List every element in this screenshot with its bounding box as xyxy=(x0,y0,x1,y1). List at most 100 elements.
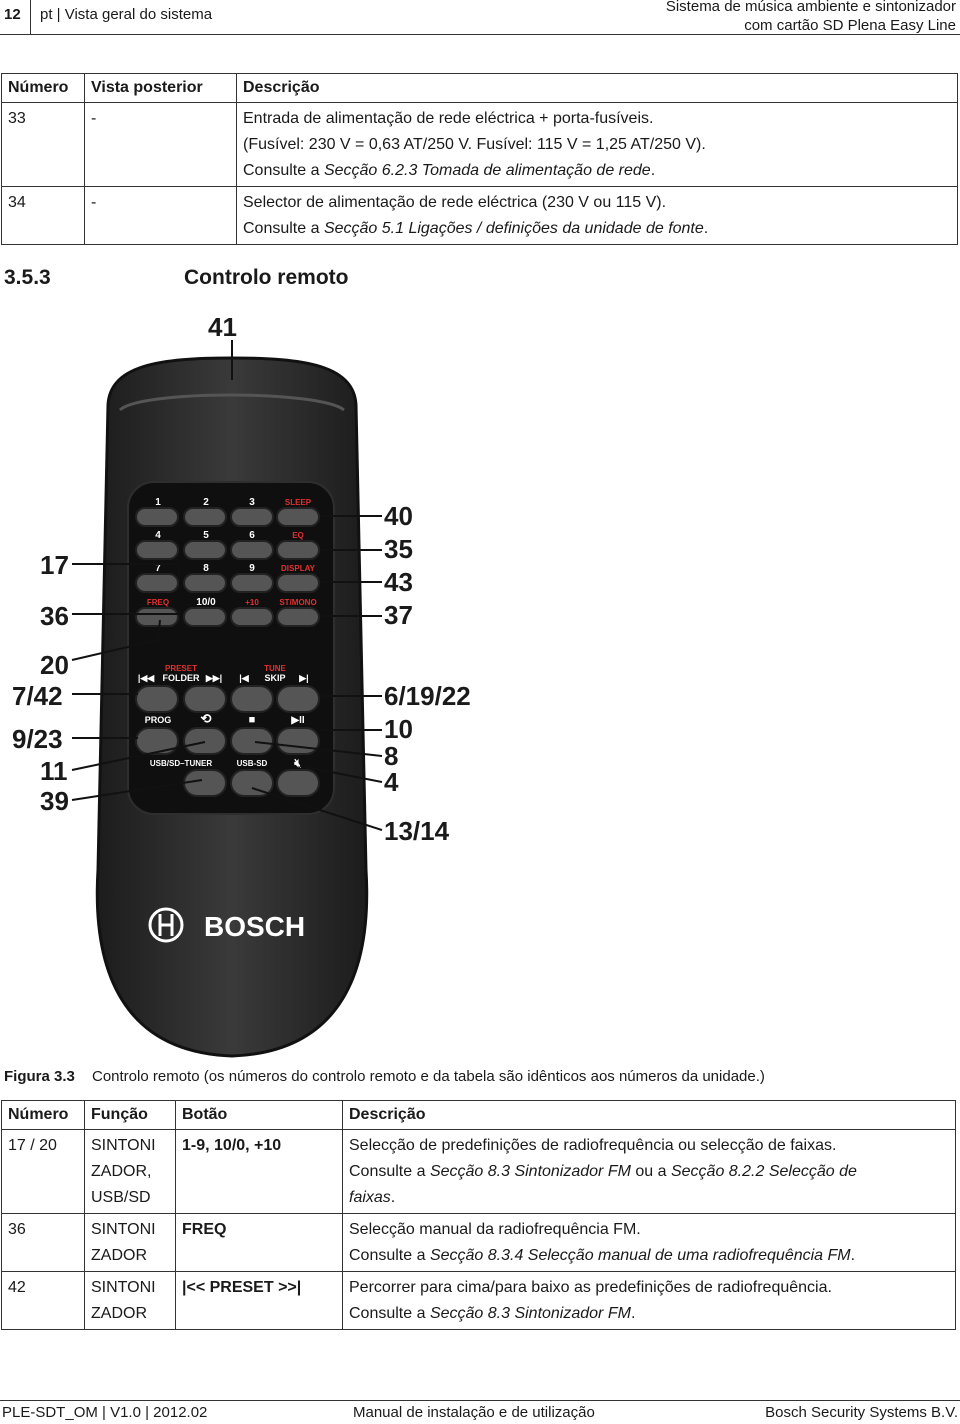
section-link[interactable]: Secção 8.3 Sintonizador FM xyxy=(429,1305,631,1322)
key-5[interactable] xyxy=(183,540,227,560)
cell-description: Entrada de alimentação de rede eléctrica… xyxy=(236,102,958,187)
next-icon: ▶▶| xyxy=(205,673,222,683)
eq-key[interactable] xyxy=(276,540,320,560)
prog-button[interactable] xyxy=(135,727,179,755)
bosch-logo-mark xyxy=(158,914,174,936)
reference-line: Consulte a Secção 8.3.4 Selecção manual … xyxy=(349,1243,949,1269)
leader-line xyxy=(299,765,383,783)
callout-number: 9/23 xyxy=(12,724,63,754)
section-link[interactable]: Secção 8.3.4 Selecção manual de uma radi… xyxy=(429,1247,851,1264)
leader-line xyxy=(72,563,181,579)
table-row: 36 SINTONI ZADOR FREQ Selecção manual da… xyxy=(1,1213,956,1272)
function-line: SINTONI xyxy=(91,1279,156,1296)
key-4[interactable] xyxy=(135,540,179,560)
section-link[interactable]: Secção 6.2.3 Tomada de alimentação de re… xyxy=(323,162,651,179)
section-link[interactable]: faixas xyxy=(349,1189,391,1206)
prog-label: PROG xyxy=(145,715,172,725)
key-9[interactable] xyxy=(230,573,274,593)
description-line: Selector de alimentação de rede eléctric… xyxy=(243,194,667,211)
mute-button[interactable] xyxy=(276,769,320,797)
title-line-2: com cartão SD Plena Easy Line xyxy=(744,17,956,34)
preset-prev-button[interactable] xyxy=(135,685,179,713)
ref-prefix: Consulte a xyxy=(349,1305,430,1322)
key-label: DISPLAY xyxy=(281,564,316,573)
repeat-button[interactable] xyxy=(183,727,227,755)
column-header: Número xyxy=(1,1100,85,1130)
brand-name: BOSCH xyxy=(204,911,305,942)
table-row: 33 - Entrada de alimentação de rede eléc… xyxy=(1,102,958,187)
reference-line: Consulte a Secção 8.3 Sintonizador FM ou… xyxy=(349,1159,949,1185)
title-line-1: Sistema de música ambiente e sintonizado… xyxy=(665,0,956,15)
function-line: SINTONI xyxy=(91,1137,156,1154)
preset-label: PRESET xyxy=(165,664,197,673)
usbsd-button[interactable] xyxy=(230,769,274,797)
callout-number: 36 xyxy=(40,601,69,631)
function-table: Número Função Botão Descrição 17 / 20 SI… xyxy=(1,1100,956,1330)
display-key[interactable] xyxy=(276,573,320,593)
remote-control-figure: 1 2 3 SLEEP 4 5 6 EQ 7 8 9 DISPLAY FREQ … xyxy=(0,310,960,1062)
key-3[interactable] xyxy=(230,507,274,527)
key-label: 5 xyxy=(203,530,209,541)
table-header-row: Número Função Botão Descrição xyxy=(1,1100,956,1130)
key-10-0[interactable] xyxy=(183,607,227,627)
key-label: 7 xyxy=(155,563,161,574)
mute-icon: 🔇︎ xyxy=(294,756,302,770)
ref-prefix: Consulte a xyxy=(243,162,324,179)
section-link[interactable]: Secção 8.3 Sintonizador FM xyxy=(429,1163,631,1180)
reference-line: Consulte a Secção 5.1 Ligações / definiç… xyxy=(243,216,951,242)
callout-number: 8 xyxy=(384,741,398,771)
table-row: 42 SINTONI ZADOR |<< PRESET >>| Percorre… xyxy=(1,1271,956,1330)
folder-label: FOLDER xyxy=(163,673,200,683)
skip-label: SKIP xyxy=(264,673,285,683)
skip-next-button[interactable] xyxy=(276,685,320,713)
callout-number: 39 xyxy=(40,786,69,816)
cell-number: 33 xyxy=(1,102,85,187)
table-row: 17 / 20 SINTONI ZADOR, USB/SD 1-9, 10/0,… xyxy=(1,1129,956,1214)
callout-number: 37 xyxy=(384,600,413,630)
key-8[interactable] xyxy=(183,573,227,593)
document-title: Sistema de música ambiente e sintonizado… xyxy=(666,0,956,35)
column-header: Função xyxy=(84,1100,176,1130)
key-plus-10[interactable] xyxy=(230,607,274,627)
figure-caption: Figura 3.3 Controlo remoto (os números d… xyxy=(4,1068,765,1085)
description-line: (Fusível: 230 V = 0,63 AT/250 V. Fusível… xyxy=(243,136,706,153)
key-6[interactable] xyxy=(230,540,274,560)
leader-line xyxy=(71,779,203,801)
key-1[interactable] xyxy=(135,507,179,527)
cell-number: 34 xyxy=(1,186,85,245)
key-2[interactable] xyxy=(183,507,227,527)
ir-window xyxy=(118,393,345,412)
key-7[interactable] xyxy=(135,573,179,593)
preset-next-button[interactable] xyxy=(183,685,227,713)
callout-number: 35 xyxy=(384,534,413,564)
stop-button[interactable] xyxy=(230,727,274,755)
freq-key[interactable] xyxy=(135,607,179,627)
usbsd-tuner-button[interactable] xyxy=(183,769,227,797)
cell-description: Selecção de predefinições de radiofrequê… xyxy=(342,1129,956,1214)
play-pause-icon: ▶II xyxy=(290,715,304,726)
cell-number: 42 xyxy=(1,1271,85,1330)
skip-back-icon: |◀ xyxy=(239,673,250,683)
bosch-logo-icon xyxy=(148,907,184,943)
callout-number: 20 xyxy=(40,650,69,680)
ref-prefix: Consulte a xyxy=(349,1247,430,1264)
key-label: 9 xyxy=(249,563,255,574)
cell-button: 1-9, 10/0, +10 xyxy=(175,1129,343,1214)
ref-mid: ou a xyxy=(630,1163,671,1180)
key-label: 3 xyxy=(249,497,255,508)
cell-number: 36 xyxy=(1,1213,85,1272)
key-label: SLEEP xyxy=(285,498,312,507)
play-pause-button[interactable] xyxy=(276,727,320,755)
sleep-key[interactable] xyxy=(276,507,320,527)
callout-number: 13/14 xyxy=(384,816,450,846)
section-link[interactable]: Secção 5.1 Ligações / definições da unid… xyxy=(323,220,704,237)
skip-prev-button[interactable] xyxy=(230,685,274,713)
st-mono-key[interactable] xyxy=(276,607,320,627)
cell-function: SINTONI ZADOR, USB/SD xyxy=(84,1129,176,1214)
company-name: Bosch Security Systems B.V. xyxy=(765,1404,958,1421)
page-number: 12 xyxy=(4,6,21,23)
rear-view-table: Número Vista posterior Descrição 33 - En… xyxy=(1,73,958,245)
section-link[interactable]: Secção 8.2.2 Selecção de xyxy=(670,1163,857,1180)
leader-line xyxy=(72,609,181,615)
table-row: 34 - Selector de alimentação de rede elé… xyxy=(1,186,958,245)
